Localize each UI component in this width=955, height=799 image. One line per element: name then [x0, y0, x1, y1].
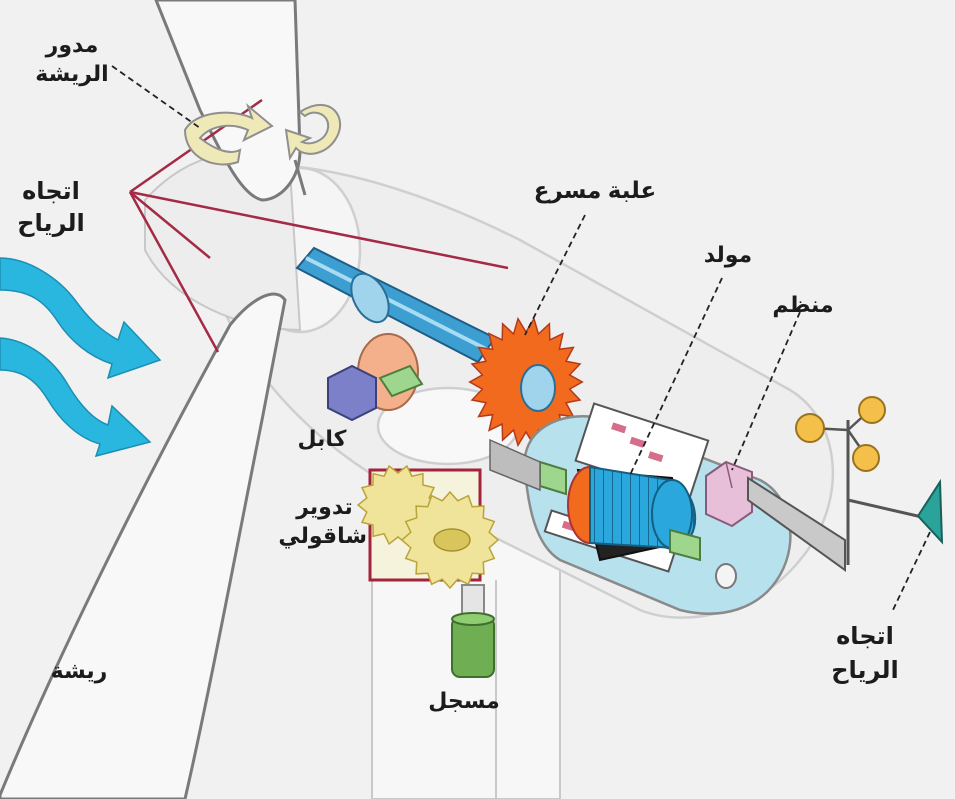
- cable-assembly: [327, 333, 424, 422]
- sensor-mast: [747, 420, 936, 572]
- hub: [144, 152, 362, 334]
- label-wind-left-line1: اتجاه: [22, 178, 80, 205]
- label-cable: كابل: [292, 424, 352, 453]
- label-wind-left-line2: الرياح: [17, 210, 85, 237]
- yaw-inset: [356, 464, 500, 590]
- label-generator: مولد: [698, 240, 758, 269]
- label-recorder-text: مسجل: [428, 688, 500, 713]
- blade-bottom: [0, 292, 287, 799]
- curved-rotation-arrow-icon: [183, 102, 341, 166]
- label-blade-rotation-line2: الريشة: [35, 61, 109, 86]
- label-gearbox-text: علبة مسرع: [533, 177, 657, 203]
- label-blade-rotation: مدور الريشة: [32, 30, 112, 88]
- label-yaw-line2: شاقولي: [278, 523, 367, 548]
- label-generator-text: مولد: [703, 242, 753, 267]
- label-controller-text: منظم: [772, 292, 834, 317]
- gearbox-gear: [468, 316, 584, 448]
- label-blade: ريشة: [44, 656, 114, 685]
- main-shaft: [295, 246, 497, 364]
- wind-vane-icon: [916, 478, 944, 545]
- label-recorder: مسجل: [424, 686, 504, 715]
- label-controller: منظم: [768, 290, 838, 319]
- label-yaw: تدوير شاقولي: [278, 492, 367, 550]
- label-wind-right-line1: اتجاه: [836, 623, 894, 650]
- label-wind-direction-right: اتجاه الرياح: [820, 620, 910, 688]
- leader-lines: [111, 65, 931, 613]
- wind-arrow-icon: [0, 257, 162, 458]
- label-wind-right-line2: الرياح: [831, 657, 899, 684]
- anemometer-icon: [795, 396, 886, 472]
- recorder-device: [451, 584, 495, 678]
- label-yaw-line1: تدوير: [296, 494, 353, 519]
- label-gearbox: علبة مسرع: [520, 176, 670, 205]
- blade-top: [154, 0, 302, 202]
- label-cable-text: كابل: [297, 426, 347, 451]
- label-wind-direction-left: اتجاه الرياح: [6, 176, 96, 240]
- label-blade-text: ريشة: [50, 658, 108, 683]
- label-blade-rotation-line1: مدور: [45, 32, 99, 57]
- generator-rotor: [489, 438, 701, 562]
- controller-box: [705, 460, 753, 528]
